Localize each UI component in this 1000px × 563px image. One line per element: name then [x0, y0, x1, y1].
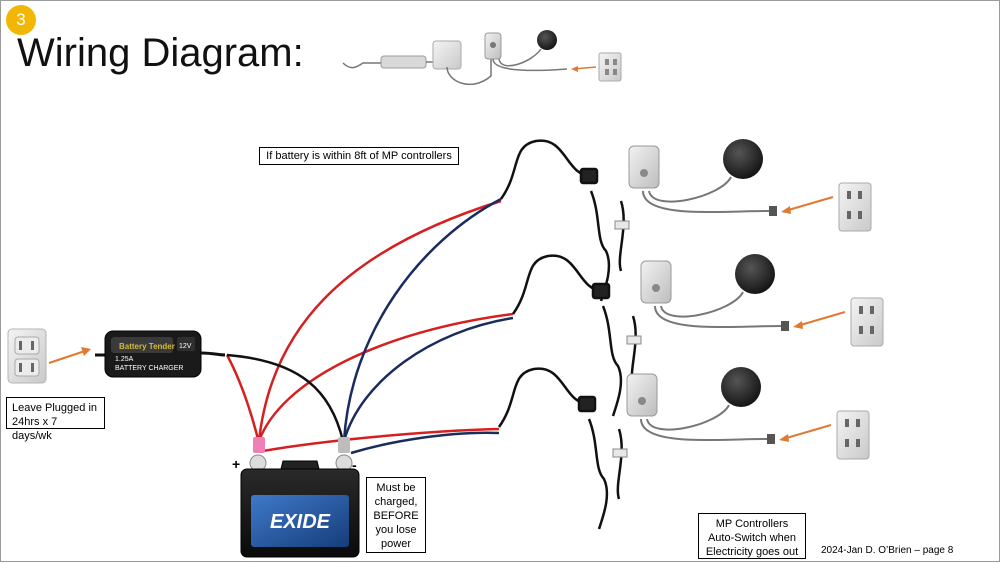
positive-label: + — [232, 456, 241, 472]
note-line: you lose — [375, 524, 417, 536]
svg-text:Battery Tender: Battery Tender — [119, 342, 175, 351]
plug-icon — [769, 206, 777, 216]
svg-text:1.25A: 1.25A — [115, 356, 134, 363]
svg-text:EXIDE: EXIDE — [270, 511, 331, 533]
charger-icon: Battery Tender 12V 1.25A BATTERY CHARGER — [95, 330, 226, 378]
note-leave-plugged-line1: Leave Plugged in — [12, 402, 98, 414]
overview-wall-outlet-icon — [598, 52, 622, 82]
overview-diagram — [342, 30, 622, 86]
wall-outlet-left — [7, 328, 47, 384]
overview-outlet-icon — [432, 40, 462, 70]
note-line: MP Controllers — [715, 518, 789, 530]
outlet-icon — [838, 182, 872, 232]
barrel-cable-icon — [499, 139, 625, 302]
footer-date-author-page: 2024-Jan D. O’Brien – page 8 — [821, 545, 954, 556]
controller-icon — [628, 145, 660, 189]
motor-puck-icon — [723, 139, 763, 179]
note-within-8ft: If battery is within 8ft of MP controlle… — [259, 147, 459, 165]
negative-wires — [342, 197, 514, 455]
note-line: charged, — [374, 496, 418, 508]
note-leave-plugged: Leave Plugged in 24hrs x 7 days/wk — [6, 397, 105, 442]
note-must-be-charged: Must be charged, BEFORE you lose power — [366, 477, 426, 553]
controller-row-3 — [497, 365, 871, 531]
controller-row-1 — [499, 139, 872, 302]
overview-power-supply-icon — [380, 55, 427, 69]
negative-terminal — [338, 437, 350, 453]
positive-terminal — [253, 437, 265, 453]
note-line: power — [381, 538, 411, 550]
note-leave-plugged-line2: 24hrs x 7 days/wk — [12, 416, 58, 442]
note-line: BEFORE — [373, 510, 419, 522]
page-title: Wiring Diagram: — [17, 31, 304, 75]
positive-wires — [225, 199, 514, 453]
overview-motor-icon — [537, 30, 557, 50]
svg-text:BATTERY CHARGER: BATTERY CHARGER — [115, 365, 183, 372]
charger-negative-wire — [226, 353, 345, 442]
note-line: Auto-Switch when — [707, 532, 797, 544]
battery-icon: EXIDE — [240, 437, 360, 558]
svg-text:12V: 12V — [179, 343, 192, 350]
note-line: Electricity goes out — [705, 546, 799, 558]
note-auto-switch: MP Controllers Auto-Switch when Electric… — [698, 513, 806, 559]
negative-label: - — [352, 457, 357, 473]
arrow-to-charger — [48, 350, 86, 364]
slide-number-badge: 3 — [6, 5, 36, 35]
note-line: Must be — [376, 482, 416, 494]
